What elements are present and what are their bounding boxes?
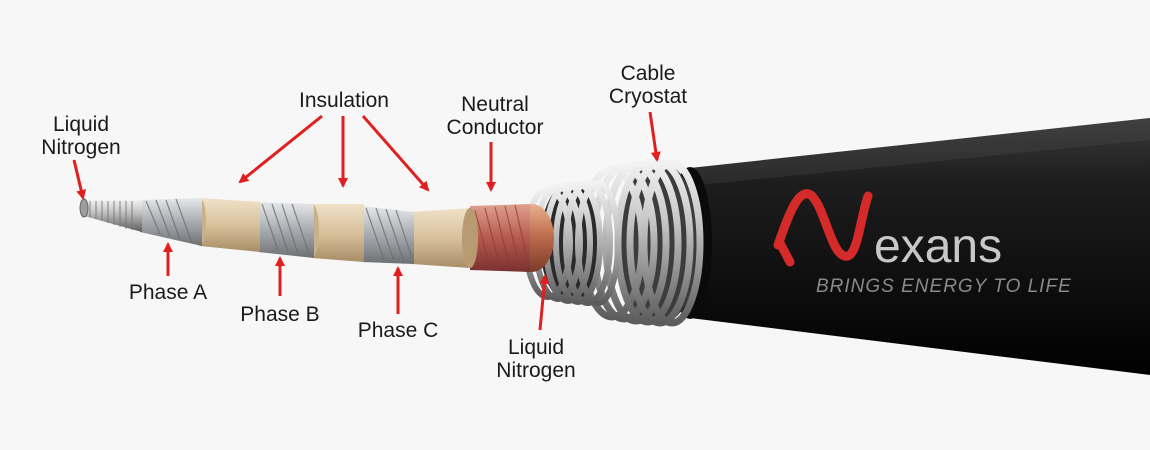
label-phase-c: Phase C: [357, 319, 439, 342]
label-neutral-conductor: Neutral Conductor: [446, 93, 544, 139]
label-liquid-nitrogen-inner: Liquid Nitrogen: [41, 113, 121, 159]
nexans-logo: exans: [773, 189, 1002, 273]
phase-core-assembly: [79, 198, 478, 268]
logo-wordmark: exans: [874, 220, 1002, 273]
arrow-insulation-3: [361, 115, 430, 192]
arrow-liquid-nitrogen-outer: [538, 274, 550, 331]
callout-arrows: [72, 111, 661, 331]
arrow-cable-cryostat: [648, 111, 661, 162]
label-phase-b: Phase B: [240, 303, 320, 326]
label-cable-cryostat: Cable Cryostat: [608, 62, 688, 108]
label-liquid-nitrogen-outer: Liquid Nitrogen: [496, 336, 576, 382]
brand-tagline: BRINGS ENERGY TO LIFE: [816, 276, 1072, 297]
arrow-insulation-1: [238, 114, 323, 184]
cryostat-corrugation-inner: [523, 180, 621, 306]
neutral-copper-layer: [470, 204, 554, 272]
label-phase-a: Phase A: [128, 281, 208, 304]
label-insulation: Insulation: [299, 89, 389, 112]
arrow-liquid-nitrogen-inner: [72, 159, 87, 200]
